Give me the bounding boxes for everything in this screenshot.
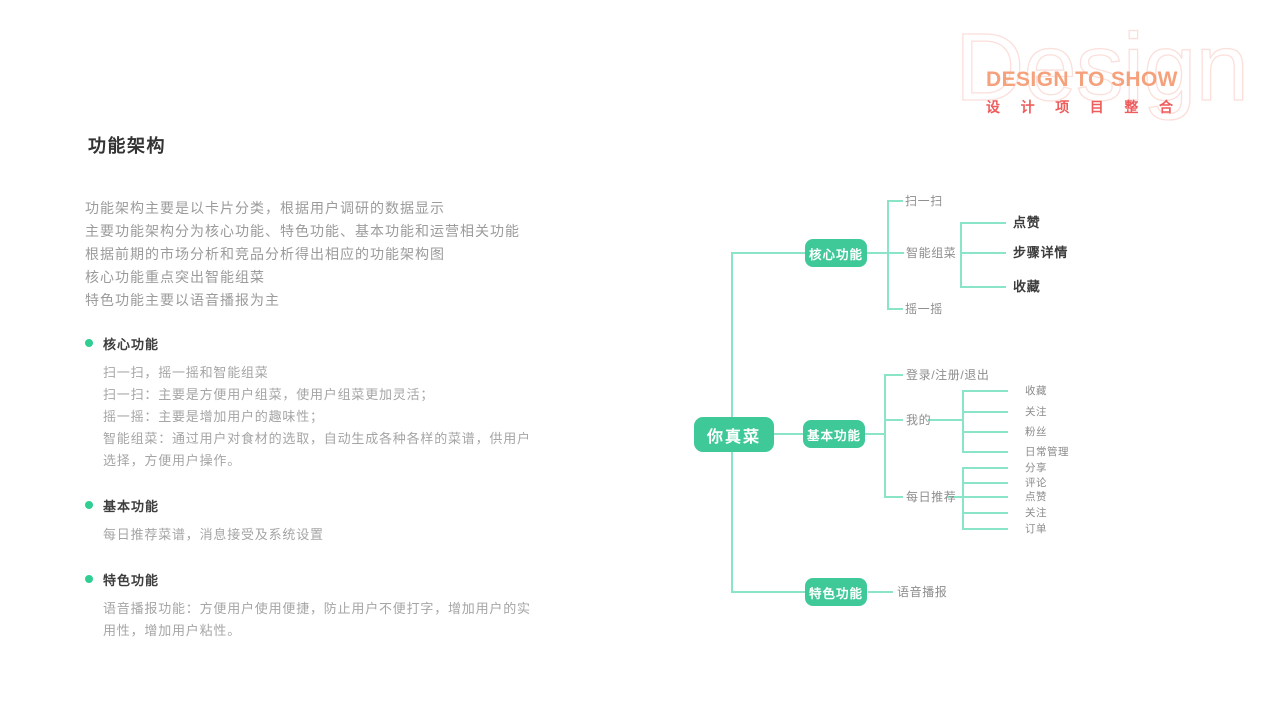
connector-line	[884, 496, 903, 498]
section-header: 基本功能	[85, 496, 555, 514]
bullet-dot-icon	[85, 501, 93, 509]
connector-line	[962, 451, 1008, 453]
connector-line	[962, 528, 1008, 530]
connector-line	[887, 308, 903, 310]
connector-line	[884, 374, 903, 376]
mindmap-label-like: 点赞	[1013, 215, 1041, 230]
section-core-features: 核心功能 扫一扫，摇一摇和智能组菜 扫一扫：主要是方便用户组菜，使用户组菜更加灵…	[85, 334, 555, 472]
section-body: 语音播报功能：方便用户使用便捷，防止用户不便打字，增加用户的实用性，增加用户粘性…	[103, 598, 543, 642]
mindmap-branch-node-special: 特色功能	[805, 578, 867, 606]
section-body-line: 扫一扫：主要是方便用户组菜，使用户组菜更加灵活；	[103, 387, 435, 402]
section-body-line: 摇一摇：主要是增加用户的趣味性；	[103, 409, 324, 424]
connector-line	[962, 512, 1008, 514]
brand-title: DESIGN TO SHOW	[986, 68, 1178, 91]
connector-line	[884, 375, 886, 497]
intro-line: 特色功能主要以语音播报为主	[85, 292, 280, 308]
connector-line	[962, 390, 1008, 392]
connector-line	[887, 200, 903, 202]
mindmap-label-smart-menu: 智能组菜	[906, 246, 957, 260]
intro-line: 根据前期的市场分析和竞品分析得出相应的功能架构图	[85, 246, 445, 262]
section-heading: 核心功能	[103, 336, 160, 352]
intro-line: 核心功能重点突出智能组菜	[85, 269, 265, 285]
section-heading: 基本功能	[103, 498, 160, 514]
section-body-line: 智能组菜：通过用户对食材的选取，自动生成各种各样的菜谱，供用户选择，方便用户操作…	[103, 431, 531, 468]
mindmap-leaf-comment: 评论	[1025, 477, 1047, 489]
section-header: 核心功能	[85, 334, 555, 352]
section-body-line: 扫一扫，摇一摇和智能组菜	[103, 365, 269, 380]
connector-line	[962, 482, 1008, 484]
connector-line	[884, 419, 903, 421]
brand-block: DESIGN TO SHOW 设 计 项 目 整 合	[986, 68, 1178, 117]
mindmap-label-voice-broadcast: 语音播报	[897, 585, 948, 599]
mindmap-leaf-fans: 粉丝	[1025, 426, 1047, 438]
connector-line	[865, 433, 885, 435]
section-body: 每日推荐菜谱，消息接受及系统设置	[103, 524, 543, 546]
connector-line	[962, 467, 1008, 469]
connector-line	[887, 201, 889, 309]
section-special-features: 特色功能 语音播报功能：方便用户使用便捷，防止用户不便打字，增加用户的实用性，增…	[85, 570, 555, 642]
connector-line	[867, 252, 904, 254]
mindmap-label-login-register-logout: 登录/注册/退出	[906, 368, 990, 382]
bullet-dot-icon	[85, 339, 93, 347]
brand-subtitle-char: 整	[1124, 99, 1139, 115]
brand-subtitle-char: 项	[1055, 99, 1070, 115]
section-basic-features: 基本功能 每日推荐菜谱，消息接受及系统设置	[85, 496, 555, 546]
mindmap-leaf-daily-manage: 日常管理	[1025, 446, 1069, 458]
feature-sections: 核心功能 扫一扫，摇一摇和智能组菜 扫一扫：主要是方便用户组菜，使用户组菜更加灵…	[85, 334, 555, 666]
section-body: 扫一扫，摇一摇和智能组菜 扫一扫：主要是方便用户组菜，使用户组菜更加灵活； 摇一…	[103, 362, 543, 472]
intro-line: 功能架构主要是以卡片分类，根据用户调研的数据显示	[85, 200, 445, 216]
connector-line	[962, 468, 964, 529]
page-title: 功能架构	[88, 136, 166, 156]
connector-line	[960, 222, 1006, 224]
connector-line	[868, 591, 893, 593]
connector-line	[774, 433, 803, 435]
connector-line	[962, 411, 1008, 413]
connector-line	[962, 496, 1008, 498]
intro-paragraph: 功能架构主要是以卡片分类，根据用户调研的数据显示 主要功能架构分为核心功能、特色…	[85, 197, 565, 312]
connector-line	[731, 252, 805, 254]
mindmap-label-scan: 扫一扫	[905, 194, 943, 208]
section-body-line: 每日推荐菜谱，消息接受及系统设置	[103, 527, 324, 542]
connector-line	[962, 431, 1008, 433]
mindmap-label-mine: 我的	[906, 413, 932, 427]
connector-line	[960, 252, 1006, 254]
brand-subtitle: 设 计 项 目 整 合	[986, 97, 1173, 117]
bullet-dot-icon	[85, 575, 93, 583]
section-body-line: 语音播报功能：方便用户使用便捷，防止用户不便打字，增加用户的实用性，增加用户粘性…	[103, 601, 531, 638]
mindmap-root-node: 你真菜	[694, 417, 774, 452]
connector-line	[731, 591, 805, 593]
brand-subtitle-char: 目	[1089, 99, 1104, 115]
brand-subtitle-char: 计	[1020, 99, 1035, 115]
mindmap-leaf-like: 点赞	[1025, 491, 1047, 503]
mindmap-branch-node-core: 核心功能	[805, 239, 867, 267]
mindmap-leaf-share: 分享	[1025, 462, 1047, 474]
connector-line	[947, 496, 963, 498]
mindmap-label-favorite: 收藏	[1013, 279, 1041, 294]
mindmap-leaf-favorite: 收藏	[1025, 385, 1047, 397]
connector-line	[962, 391, 964, 452]
connector-line	[960, 223, 962, 287]
mindmap-branch-node-basic: 基本功能	[803, 420, 865, 448]
mindmap-leaf-order: 订单	[1025, 523, 1047, 535]
section-heading: 特色功能	[103, 572, 160, 588]
mindmap-leaf-follow2: 关注	[1025, 507, 1047, 519]
connector-line	[960, 286, 1006, 288]
intro-line: 主要功能架构分为核心功能、特色功能、基本功能和运营相关功能	[85, 223, 520, 239]
mindmap-label-step-detail: 步骤详情	[1013, 245, 1069, 260]
brand-subtitle-char: 设	[986, 99, 1000, 115]
section-header: 特色功能	[85, 570, 555, 588]
connector-line	[928, 419, 963, 421]
mindmap-label-shake: 摇一摇	[905, 302, 943, 316]
mindmap-label-daily-recommend: 每日推荐	[906, 490, 957, 504]
brand-subtitle-char: 合	[1158, 99, 1173, 115]
mindmap-leaf-follow: 关注	[1025, 406, 1047, 418]
